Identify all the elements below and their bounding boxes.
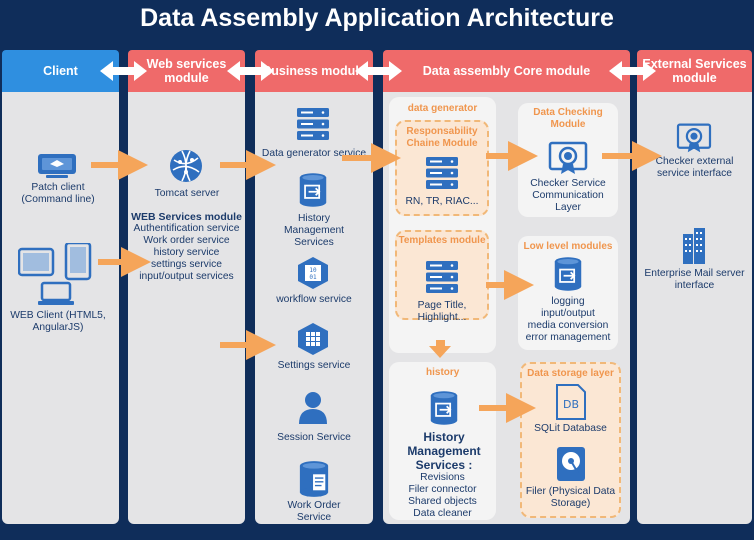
history-item: Filer connector (408, 484, 477, 495)
responsability-chaine-box (395, 120, 489, 216)
database-icon: DB (556, 384, 586, 420)
mail-server-label: Enterprise Mail server interface (644, 268, 745, 291)
data-generator-title: data generator (407, 103, 478, 114)
history-management-title: History Management Services : (407, 430, 481, 472)
server-icon (425, 156, 459, 190)
web-client-label: WEB Client (HTML5, AngularJS) (10, 310, 106, 333)
business-item-data-generator: Data generator service (261, 148, 367, 159)
header-connectors (100, 61, 656, 81)
db-icon-text: DB (563, 398, 579, 411)
low-level-item: input/output (541, 308, 595, 319)
data-storage-title: Data storage layer (527, 368, 614, 379)
core-header: Data assembly Core module (383, 50, 630, 92)
server-icon (425, 260, 459, 294)
double-arrow-icon (100, 61, 656, 81)
certificate-icon (548, 140, 588, 176)
history-db-icon (298, 172, 328, 208)
history-box (389, 362, 496, 520)
templates-module-box (395, 230, 489, 320)
external-header: External Services module (637, 50, 752, 92)
web-service-item: input/output services (139, 271, 234, 282)
low-level-item: error management (525, 332, 611, 343)
checker-external-label: Checker external service interface (655, 156, 734, 179)
hard-drive-icon (557, 447, 585, 481)
diagram-title: Data Assembly Application Architecture (140, 4, 614, 32)
history-item: Shared objects (408, 496, 477, 507)
web-service-item: settings service (151, 259, 222, 270)
history-list: Revisions Filer connector Shared objects… (389, 472, 496, 520)
business-item-session: Session Service (277, 432, 351, 443)
low-level-db-icon (553, 256, 583, 292)
client-header: Client (2, 50, 119, 92)
svg-text:01: 01 (309, 274, 317, 281)
web-services-header: Web services module (128, 50, 245, 92)
web-services-list: Authentification service Work order serv… (128, 223, 245, 283)
web-services-column (128, 50, 245, 524)
settings-grid-icon (298, 323, 328, 355)
data-checking-title: Data Checking Module (533, 107, 603, 130)
low-level-title: Low level modules (523, 241, 613, 252)
building-icon (683, 228, 705, 264)
client-column (2, 50, 119, 524)
responsability-chaine-title: Responsability Chaine Module (406, 126, 478, 149)
low-level-item: media conversion (527, 320, 609, 331)
laptop-display-icon (38, 154, 76, 178)
web-service-item: Work order service (143, 235, 230, 246)
devices-icon (18, 243, 92, 305)
server-icon (296, 107, 330, 141)
sqlite-database-label: SQLit Database (534, 423, 607, 434)
work-order-db-icon (299, 461, 329, 497)
business-item-workflow: workflow service (276, 294, 352, 305)
web-service-item: Authentification service (133, 223, 240, 234)
templates-module-title: Templates module (398, 235, 486, 246)
patch-client-label: Patch client (Command line) (21, 182, 95, 205)
workflow-icon: 10 01 (298, 257, 328, 289)
templates-module-label: Page Title, Highlight... (417, 300, 467, 323)
certificate-icon (676, 122, 712, 154)
globe-network-icon (170, 150, 202, 182)
checker-service-label: Checker Service Communication Layer (530, 178, 606, 213)
business-header: Business module (255, 50, 373, 92)
low-level-box (518, 236, 618, 350)
history-db-icon (429, 390, 459, 426)
tomcat-server-label: Tomcat server (154, 188, 220, 199)
history-title: history (426, 367, 460, 378)
business-item-history: History Management Services (283, 213, 345, 248)
data-storage-box (520, 362, 621, 518)
history-item: Revisions (420, 472, 465, 483)
low-level-list: logging input/output media conversion er… (518, 296, 618, 344)
web-services-module-title: WEB Services module (131, 211, 242, 223)
responsability-chaine-label: RN, TR, RIAC... (405, 196, 479, 207)
svg-text:10: 10 (309, 267, 317, 274)
business-item-work-order: Work Order Service (287, 500, 341, 523)
business-item-settings: Settings service (277, 360, 351, 371)
user-icon (299, 392, 327, 424)
filer-label: Filer (Physical Data Storage) (525, 486, 616, 509)
low-level-item: logging (551, 296, 585, 307)
history-item: Data cleaner (413, 508, 472, 519)
web-service-item: history service (153, 247, 220, 258)
